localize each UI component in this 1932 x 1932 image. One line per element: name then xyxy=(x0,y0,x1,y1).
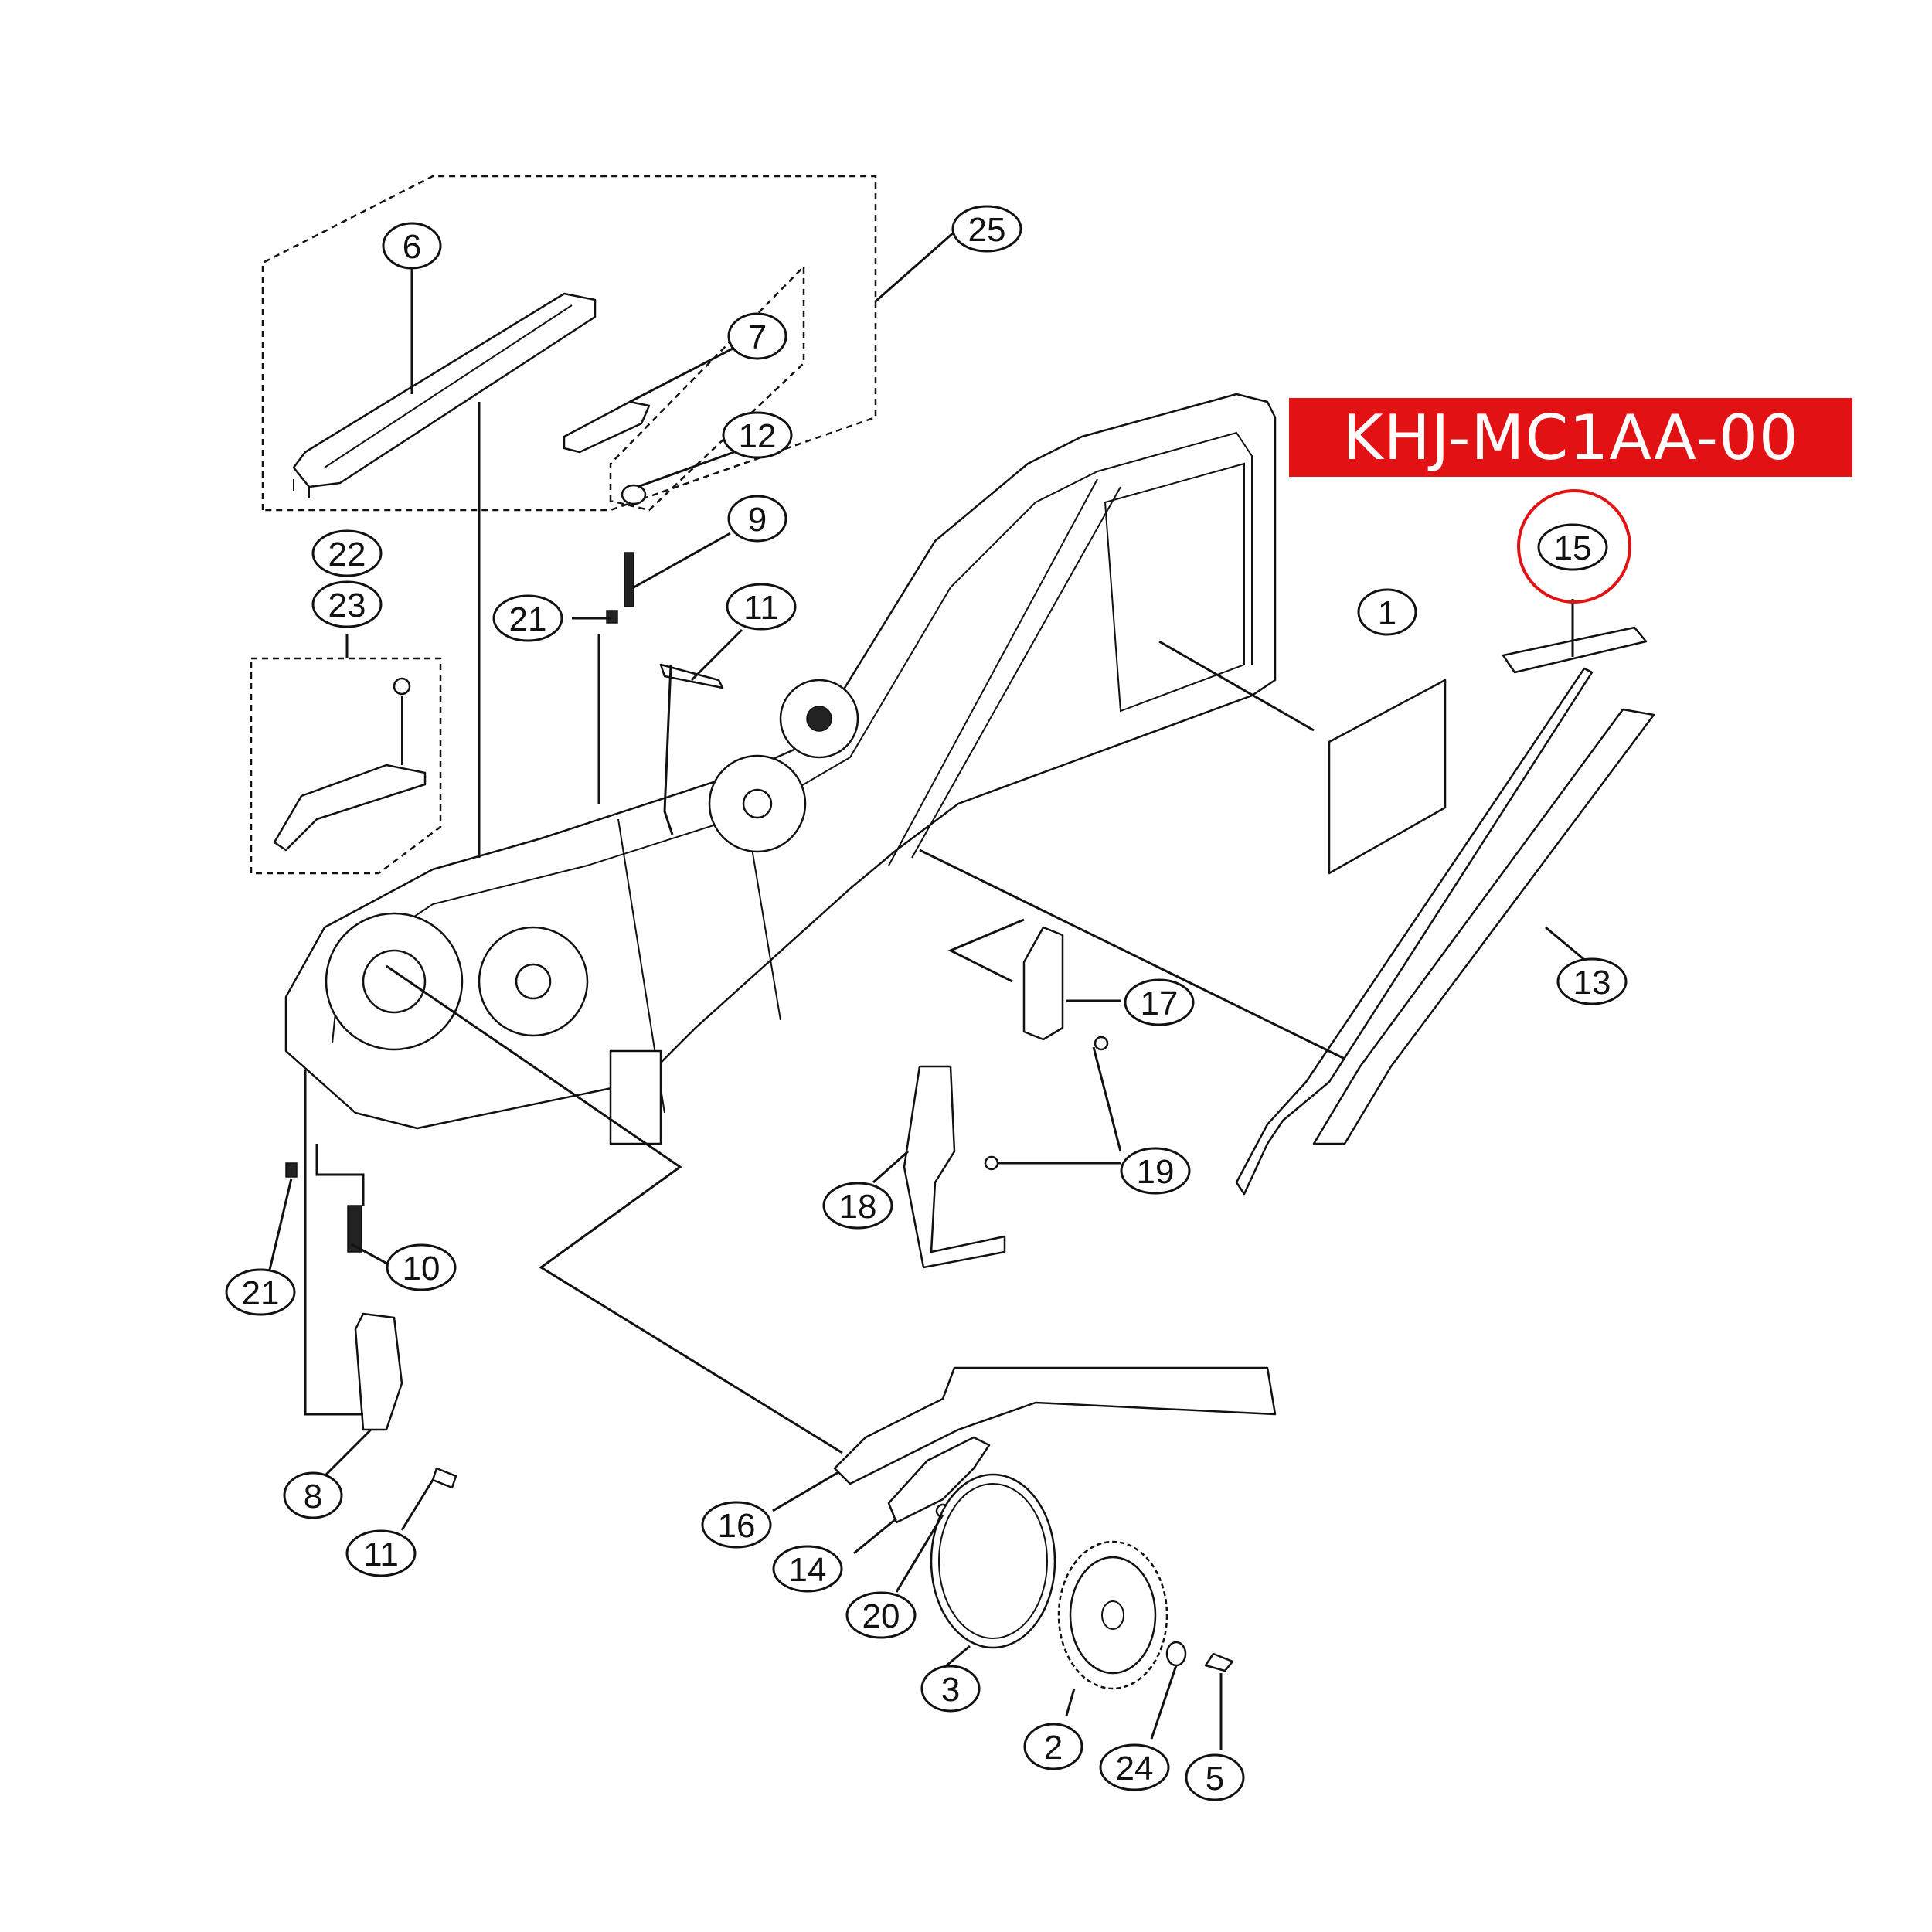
callout-2: 2 xyxy=(1023,1723,1083,1770)
svg-text:21: 21 xyxy=(509,600,547,638)
callout-24: 24 xyxy=(1099,1743,1170,1791)
callout-15: 15 xyxy=(1537,523,1608,571)
callout-8: 8 xyxy=(283,1471,343,1519)
svg-text:22: 22 xyxy=(328,536,366,573)
part-22-23-plate xyxy=(273,677,427,852)
callout-1: 1 xyxy=(1357,588,1417,636)
svg-text:2: 2 xyxy=(1044,1729,1063,1767)
part-code-banner: KHJ-MC1AA-00 xyxy=(1289,398,1852,477)
svg-text:13: 13 xyxy=(1573,964,1611,1002)
part-14-guard xyxy=(887,1436,991,1524)
svg-text:25: 25 xyxy=(968,211,1006,249)
svg-text:19: 19 xyxy=(1137,1153,1175,1191)
callout-10: 10 xyxy=(386,1243,457,1291)
callout-7: 7 xyxy=(727,312,787,360)
part-17-bracket xyxy=(1022,926,1064,1041)
part-12-collar xyxy=(621,484,647,505)
callout-19: 19 xyxy=(1120,1147,1191,1195)
assembly-box-inner xyxy=(609,264,805,512)
part-9-spring xyxy=(624,552,634,607)
callout-11a: 11 xyxy=(726,583,797,631)
callout-5: 5 xyxy=(1185,1753,1245,1801)
part-1-nameplate xyxy=(1328,679,1447,875)
part-24-washer xyxy=(1165,1641,1187,1667)
svg-text:7: 7 xyxy=(748,318,767,356)
callout-22: 22 xyxy=(311,529,383,577)
part-21a-screw xyxy=(606,610,618,624)
assembly-box-25 xyxy=(261,175,877,512)
callout-14: 14 xyxy=(772,1545,843,1593)
part-11a-pin xyxy=(659,663,724,689)
svg-text:5: 5 xyxy=(1206,1760,1224,1798)
svg-text:14: 14 xyxy=(789,1551,827,1589)
svg-text:18: 18 xyxy=(839,1188,877,1226)
part-5-screw xyxy=(1204,1652,1234,1672)
svg-text:8: 8 xyxy=(304,1478,322,1515)
part-13-cover xyxy=(1235,667,1594,1196)
part-18-arm xyxy=(903,1065,1006,1269)
callout-21a: 21 xyxy=(492,594,563,642)
part-19-screw-b xyxy=(1094,1036,1109,1051)
part-2-sprocket xyxy=(1057,1540,1168,1690)
part-21b-screw xyxy=(285,1162,298,1178)
svg-text:10: 10 xyxy=(403,1250,440,1287)
part-13-strip xyxy=(1312,708,1655,1145)
callout-23: 23 xyxy=(311,580,383,628)
callout-20: 20 xyxy=(845,1591,917,1639)
part-16-lever xyxy=(833,1366,1277,1485)
svg-text:9: 9 xyxy=(748,501,767,539)
part-11b-pin xyxy=(431,1467,457,1489)
part-6-guide xyxy=(292,292,597,498)
callout-6: 6 xyxy=(382,222,442,270)
svg-text:11: 11 xyxy=(363,1536,399,1573)
part-10-spring xyxy=(347,1205,362,1253)
svg-text:24: 24 xyxy=(1116,1750,1154,1787)
callout-25: 25 xyxy=(951,205,1022,253)
svg-text:20: 20 xyxy=(862,1597,900,1635)
assembly-box-22-23 xyxy=(250,657,442,875)
callout-3: 3 xyxy=(920,1665,981,1713)
callout-17: 17 xyxy=(1124,978,1195,1026)
leader-lines xyxy=(265,230,1593,1750)
svg-text:12: 12 xyxy=(739,417,777,455)
svg-text:16: 16 xyxy=(718,1507,756,1545)
callout-12: 12 xyxy=(722,411,793,459)
highlight-circle-15 xyxy=(1517,489,1631,604)
svg-text:6: 6 xyxy=(403,228,421,266)
callout-16: 16 xyxy=(701,1501,772,1549)
callout-9: 9 xyxy=(727,495,787,543)
svg-text:3: 3 xyxy=(941,1671,960,1709)
callout-13: 13 xyxy=(1556,957,1628,1005)
svg-text:15: 15 xyxy=(1554,529,1592,567)
callout-11b: 11 xyxy=(345,1529,417,1577)
feeder-frame xyxy=(284,393,1277,1145)
part-7 xyxy=(563,400,651,454)
svg-text:1: 1 xyxy=(1378,594,1396,632)
svg-text:21: 21 xyxy=(242,1274,280,1312)
part-8-latch xyxy=(354,1312,403,1431)
part-15-plate xyxy=(1502,626,1648,674)
callout-21b: 21 xyxy=(225,1268,296,1316)
part-19-screw-a xyxy=(984,1155,999,1171)
svg-text:17: 17 xyxy=(1141,985,1179,1022)
svg-text:11: 11 xyxy=(743,589,779,627)
part-3-ring xyxy=(930,1473,1056,1649)
svg-text:23: 23 xyxy=(328,587,366,624)
callout-18: 18 xyxy=(822,1182,893,1230)
